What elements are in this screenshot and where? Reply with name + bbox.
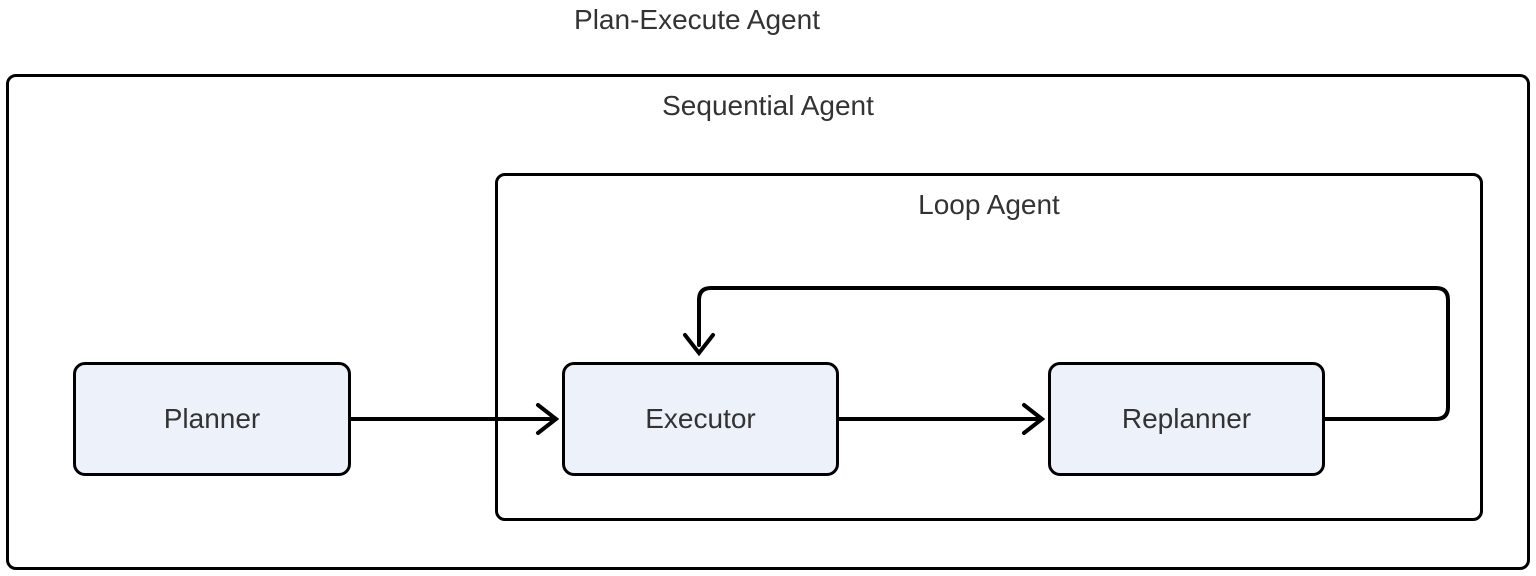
node-planner: Planner <box>73 362 351 476</box>
container-loop-agent: Loop Agent <box>495 173 1483 521</box>
node-replanner: Replanner <box>1048 362 1325 476</box>
node-executor: Executor <box>562 362 839 476</box>
diagram-title: Plan-Execute Agent <box>574 4 820 35</box>
container-sequential-agent: Sequential Agent <box>6 74 1530 570</box>
executor-label: Executor <box>645 403 756 434</box>
replanner-label: Replanner <box>1121 403 1252 434</box>
loop-agent-label: Loop Agent <box>918 189 1060 220</box>
sequential-agent-label: Sequential Agent <box>662 90 874 121</box>
planner-label: Planner <box>163 403 261 434</box>
